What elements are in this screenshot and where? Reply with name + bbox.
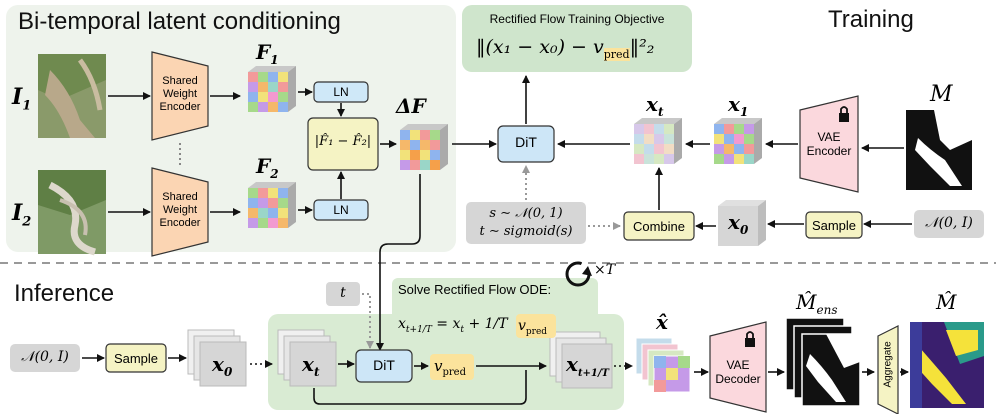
mask-m xyxy=(906,110,972,190)
difference-box xyxy=(307,117,379,171)
t-label: t xyxy=(340,285,346,301)
combine-box xyxy=(623,211,695,241)
loop-icon xyxy=(565,261,592,287)
dit-training-box xyxy=(497,125,555,163)
dit-inference-box xyxy=(355,349,413,383)
label-xt-inference: xt xyxy=(302,352,320,379)
aggregate-label: Aggregate xyxy=(882,341,894,388)
vpred-box xyxy=(430,354,474,380)
feature-cube-f1 xyxy=(248,66,296,112)
timestep-sampling-box xyxy=(466,202,586,244)
vpred-label: vpred xyxy=(434,357,466,378)
label-delta-f: ΔF xyxy=(396,94,426,118)
ode-repeat: ×T xyxy=(594,262,616,278)
t-box xyxy=(326,282,360,306)
sample-label-training: Sample xyxy=(811,218,857,233)
delta-feature-cube xyxy=(400,124,448,170)
dit-training-label: DiT xyxy=(515,134,537,150)
ln-label-top: LN xyxy=(333,85,349,99)
difference-label: |F̂₁ − F̂₂| xyxy=(314,134,372,149)
objective-formula: ‖(x₁ − x₀) − vpred‖²₂ xyxy=(476,36,655,61)
label-xt-next: xt+1/T xyxy=(566,352,609,379)
section-title-training: Training xyxy=(828,6,914,33)
shared-encoder-top xyxy=(151,51,209,141)
latent-stack-xhat xyxy=(635,337,691,393)
latent-stack-xt-next xyxy=(549,331,613,389)
dit-inference-label: DiT xyxy=(373,357,395,373)
label-xhat: x̂ xyxy=(656,310,668,334)
conditioning-panel xyxy=(6,5,456,252)
aggregate-block xyxy=(877,325,899,414)
ode-vpred-label: vpred xyxy=(518,318,548,337)
image-i2 xyxy=(38,170,106,256)
label-x0-training: x0 xyxy=(728,210,749,237)
objective-title: Rectified Flow Training Objective xyxy=(489,12,665,26)
feature-cube-f2 xyxy=(248,182,296,228)
ode-title: Solve Rectified Flow ODE: xyxy=(398,282,552,297)
combine-label: Combine xyxy=(632,219,686,234)
label-i2: I2 xyxy=(12,200,32,230)
label-x1: x1 xyxy=(728,92,749,119)
mask-ensemble-stack xyxy=(785,317,861,407)
ln-box-top xyxy=(313,81,369,103)
label-m: M xyxy=(930,82,953,107)
ln-label-bottom: LN xyxy=(333,203,349,217)
label-f2: F2 xyxy=(256,154,279,181)
label-xt: xt xyxy=(646,92,664,119)
section-title-conditioning: Bi-temporal latent conditioning xyxy=(18,8,341,35)
latent-cube-x1 xyxy=(714,118,762,164)
latent-stack-xt xyxy=(277,329,337,387)
lock-icon-decoder xyxy=(745,331,755,347)
noise-box-training xyxy=(914,210,984,238)
objective-panel xyxy=(462,5,692,72)
ode-vpred-highlight xyxy=(516,314,556,338)
mask-m-hat xyxy=(910,322,984,408)
sample-label-inference: Sample xyxy=(113,351,159,366)
noise-label-inference: 𝒩(0, I) xyxy=(21,349,69,365)
label-m-ens: M̂ens xyxy=(796,290,838,317)
section-title-inference: Inference xyxy=(14,280,115,307)
label-m-hat: M̂ xyxy=(936,290,957,314)
latent-cube-xt xyxy=(634,118,682,164)
noise-box-inference xyxy=(10,344,80,372)
shared-encoder-bottom xyxy=(151,167,209,257)
lock-icon xyxy=(839,106,849,122)
timestep-sampling-label: s ∼ 𝒩(0, 1)t ∼ sigmoid(s) xyxy=(479,206,573,239)
latent-cube-x0-training xyxy=(718,200,766,246)
label-i1: I1 xyxy=(12,84,32,114)
label-f1: F1 xyxy=(256,40,279,67)
ode-update-equation: xt+1/T = xt + 1/T xyxy=(398,316,508,335)
latent-stack-x0 xyxy=(187,329,247,387)
image-i1 xyxy=(38,54,106,138)
ode-title-panel xyxy=(392,278,598,320)
sample-box-training xyxy=(805,211,863,239)
ln-box-bottom xyxy=(313,199,369,221)
sample-box-inference xyxy=(105,343,167,373)
label-x0-inference: x0 xyxy=(212,352,233,379)
noise-label-training: 𝒩(0, I) xyxy=(925,215,973,231)
